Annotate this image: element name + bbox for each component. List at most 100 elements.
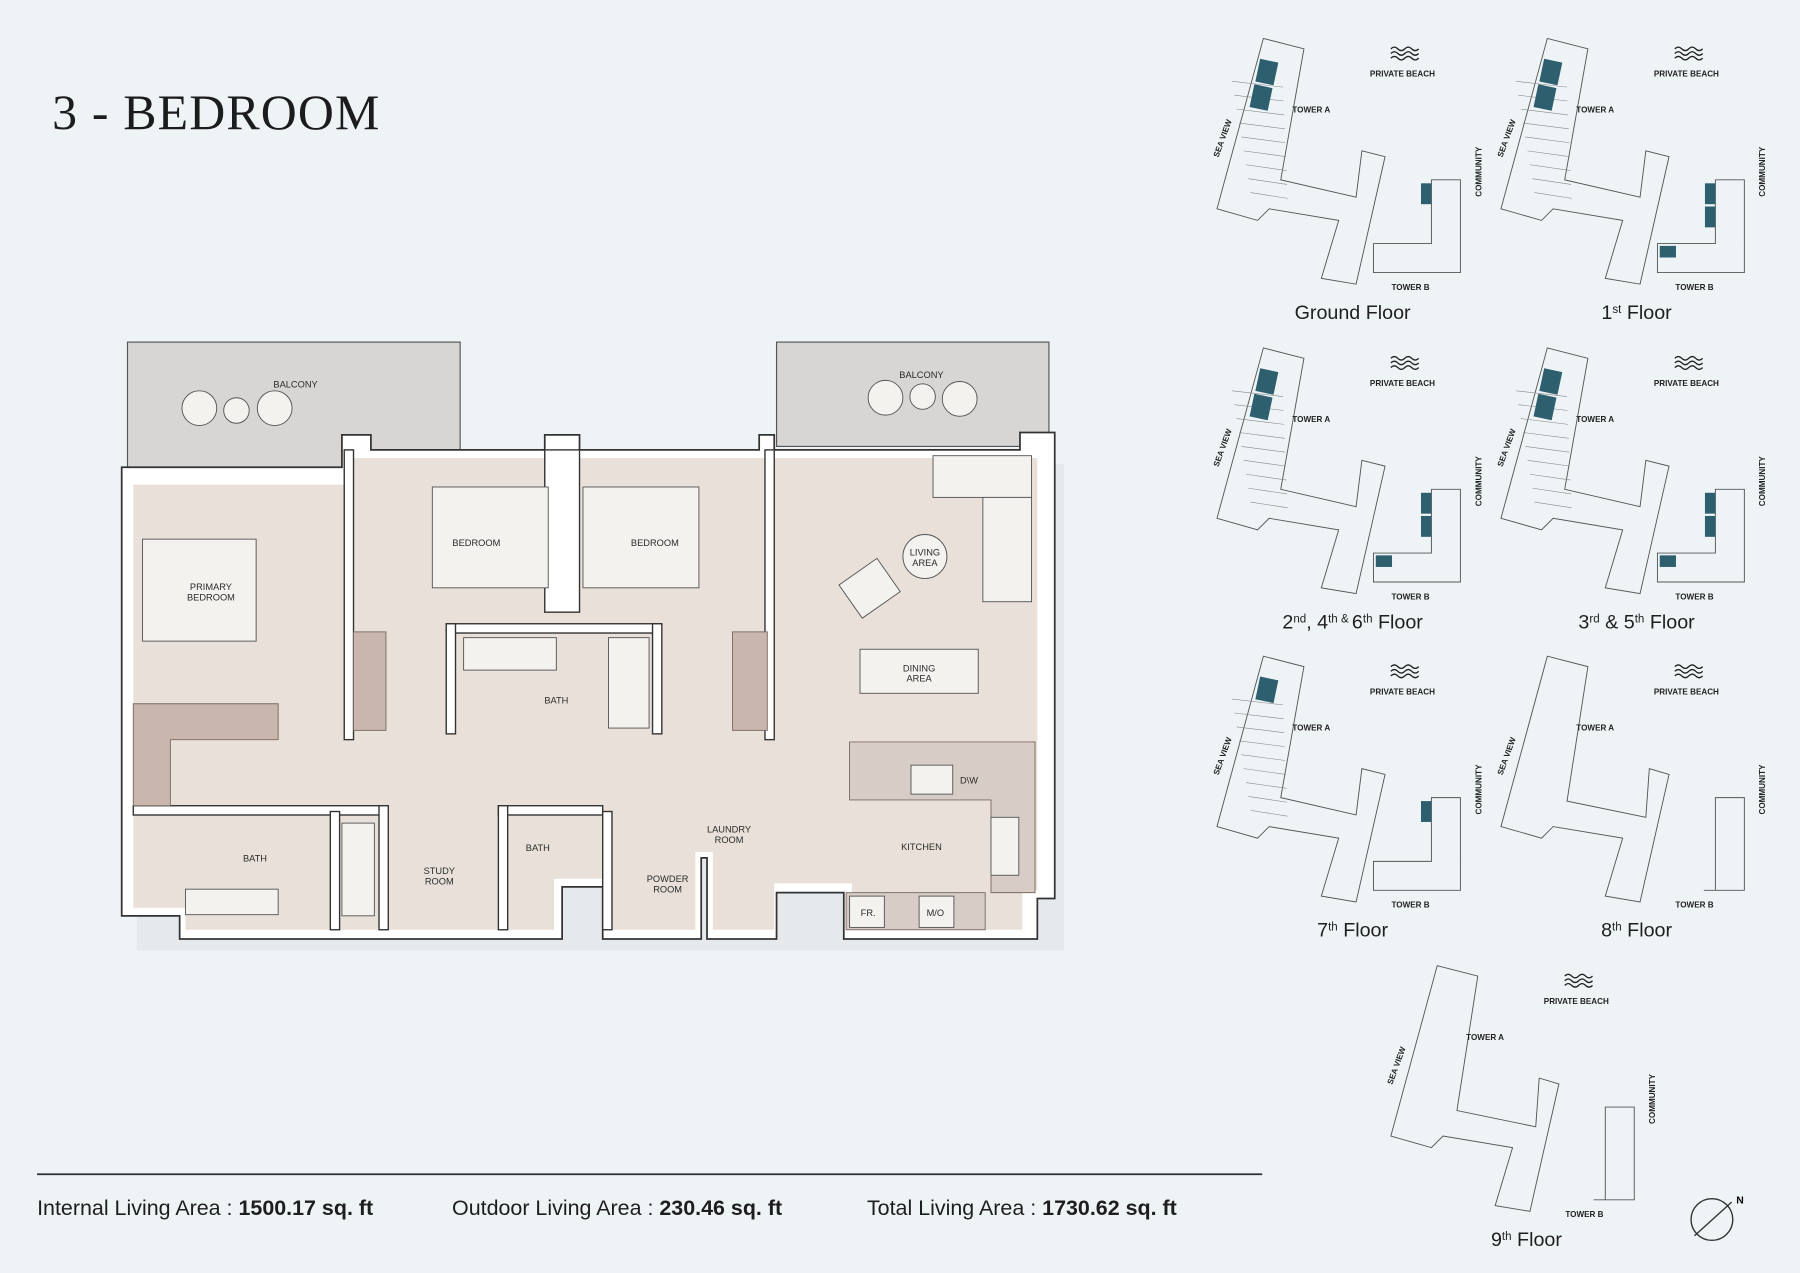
sea-view-label: SEA VIEW xyxy=(1386,1045,1408,1085)
key-plans: PRIVATE BEACH TOWER A TOWER B SEA VIEW COMMU… xyxy=(1212,37,1767,1251)
waves-icon xyxy=(1390,46,1420,61)
floor-label: 3rd & 5th Floor xyxy=(1578,611,1695,633)
private-beach-label: PRIVATE BEACH xyxy=(1370,379,1435,388)
unit-divider xyxy=(1522,122,1569,130)
community-label: COMMUNITY xyxy=(1474,456,1483,507)
tower-a-outline xyxy=(1500,347,1670,595)
highlighted-unit xyxy=(1659,245,1676,258)
unit-divider xyxy=(1532,487,1572,495)
tower-b-outline xyxy=(1656,488,1745,583)
unit-divider xyxy=(1236,726,1285,733)
tower-a-label: TOWER A xyxy=(1292,415,1330,424)
unit-divider xyxy=(1243,768,1287,775)
unit-divider xyxy=(1232,390,1284,397)
page-title: 3 - BEDROOM xyxy=(52,85,380,140)
unit-divider xyxy=(1241,136,1286,144)
north-compass-icon: N xyxy=(1690,1195,1744,1242)
label-microwave: M/O xyxy=(927,908,945,918)
unit-divider xyxy=(1248,796,1288,803)
waves-icon xyxy=(1390,664,1420,679)
unit-divider xyxy=(1525,446,1570,453)
interior-walls xyxy=(132,449,775,931)
floor-label: 2nd, 4th & 6th Floor xyxy=(1282,611,1423,633)
unit-divider xyxy=(1245,164,1287,171)
community-label: COMMUNITY xyxy=(1474,764,1483,815)
label-balcony-right: BALCONY xyxy=(899,370,943,380)
highlighted-unit xyxy=(1533,84,1557,111)
unit-divider xyxy=(1245,782,1287,789)
unit-divider xyxy=(1516,81,1568,88)
unit-divider xyxy=(1241,754,1286,761)
sea-view-label: SEA VIEW xyxy=(1496,736,1518,776)
unit-divider xyxy=(1245,473,1287,481)
unit-divider xyxy=(1232,81,1284,88)
tower-b-label: TOWER B xyxy=(1391,283,1429,292)
highlighted-unit xyxy=(1704,183,1716,205)
tower-a-outline xyxy=(1500,37,1670,285)
unit-divider xyxy=(1516,390,1568,397)
unit-divider xyxy=(1520,418,1569,425)
tower-b-outline xyxy=(1373,488,1461,583)
balcony-left xyxy=(126,341,461,468)
tower-b-label: TOWER B xyxy=(1675,592,1713,601)
label-kitchen: KITCHEN xyxy=(901,842,942,852)
label-powder-2: ROOM xyxy=(653,885,682,895)
highlighted-unit xyxy=(1420,183,1432,205)
unit-divider xyxy=(1236,418,1285,425)
unit-divider xyxy=(1236,108,1285,116)
total-area: Total Living Area : 1730.62 sq. ft xyxy=(867,1196,1177,1220)
unit-divider xyxy=(1527,460,1570,467)
highlighted-unit xyxy=(1539,58,1563,86)
label-dining-1: DINING xyxy=(903,663,935,673)
private-beach-label: PRIVATE BEACH xyxy=(1370,687,1435,696)
sea-view-label: SEA VIEW xyxy=(1212,736,1234,776)
highlighted-unit xyxy=(1704,515,1716,537)
sea-view-label: SEA VIEW xyxy=(1496,428,1518,468)
tower-a-label: TOWER A xyxy=(1292,723,1330,732)
community-label: COMMUNITY xyxy=(1758,456,1767,507)
label-balcony-left: BALCONY xyxy=(273,379,317,389)
tower-b-label: TOWER B xyxy=(1675,283,1713,292)
furniture xyxy=(142,379,1033,928)
tower-a-label: TOWER A xyxy=(1292,106,1330,115)
floor-label: 7th Floor xyxy=(1317,920,1388,942)
unit-divider xyxy=(1238,740,1285,747)
highlighted-unit xyxy=(1375,555,1393,567)
unit-divider xyxy=(1250,192,1288,199)
tower-b-outline xyxy=(1373,179,1461,274)
waves-icon xyxy=(1674,46,1704,61)
outdoor-area-label: Outdoor Living Area : xyxy=(452,1196,659,1220)
private-beach-label: PRIVATE BEACH xyxy=(1544,997,1609,1006)
label-fridge: FR. xyxy=(861,908,876,918)
unit-divider xyxy=(1534,192,1572,199)
tower-a-outline xyxy=(1216,655,1386,903)
label-laundry-2: ROOM xyxy=(715,835,744,845)
highlighted-unit xyxy=(1704,206,1716,228)
highlighted-unit xyxy=(1659,555,1676,567)
waves-icon xyxy=(1390,355,1420,370)
label-study-2: ROOM xyxy=(425,877,454,887)
highlighted-unit xyxy=(1420,515,1432,537)
tower-a-outline xyxy=(1216,347,1386,595)
floor-label: 1st Floor xyxy=(1601,302,1672,324)
total-area-value: 1730.62 sq. ft xyxy=(1042,1196,1177,1220)
unit-divider xyxy=(1232,698,1284,706)
highlighted-unit xyxy=(1255,58,1279,86)
tower-b-label: TOWER B xyxy=(1675,901,1713,910)
tower-b-outline xyxy=(1373,797,1461,891)
unit-divider xyxy=(1243,150,1287,157)
community-label: COMMUNITY xyxy=(1758,146,1767,197)
waves-icon xyxy=(1674,355,1704,370)
sea-view-label: SEA VIEW xyxy=(1212,428,1234,468)
unit-divider xyxy=(1534,501,1572,509)
label-living-1: LIVING xyxy=(910,547,940,557)
floor-label: Ground Floor xyxy=(1295,302,1411,324)
unit-divider xyxy=(1525,136,1570,144)
